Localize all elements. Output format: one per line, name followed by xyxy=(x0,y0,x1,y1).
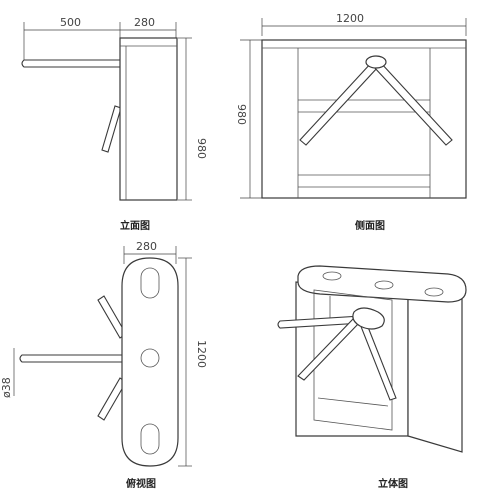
top-arm-horizontal xyxy=(19,354,125,363)
iso-inner-floor-line xyxy=(317,397,389,407)
top-slot-lower xyxy=(140,423,160,455)
front-dim-arm-label: 500 xyxy=(60,16,81,29)
iso-view: 立体图 xyxy=(277,265,467,490)
iso-view-caption: 立体图 xyxy=(378,477,408,490)
iso-top-hole-3 xyxy=(424,287,444,297)
front-cabinet-body xyxy=(119,37,178,201)
front-dim-height-label: 980 xyxy=(195,138,208,159)
top-dim-length-label: 1200 xyxy=(195,340,208,368)
side-dim-height-label: 980 xyxy=(235,104,248,125)
top-hub-circle xyxy=(140,348,160,368)
side-view: 1200 980 侧面图 xyxy=(235,12,467,232)
side-hub xyxy=(365,55,387,69)
front-view: 500 280 980 立面图 xyxy=(21,16,208,232)
iso-hub xyxy=(352,307,385,330)
iso-top-hole-2 xyxy=(374,280,394,290)
top-view-caption: 俯视图 xyxy=(126,477,156,490)
top-cabinet-outline xyxy=(121,257,179,467)
front-arm-angled xyxy=(101,105,122,153)
side-view-caption: 侧面图 xyxy=(355,219,385,232)
front-dim-width-label: 280 xyxy=(134,16,155,29)
top-view: 280 1200 ø38 俯视图 xyxy=(0,240,208,490)
front-arm-horizontal xyxy=(21,59,123,68)
iso-body-right-face xyxy=(407,291,463,453)
top-dim-diameter-label: ø38 xyxy=(0,377,13,398)
top-dim-width-label: 280 xyxy=(136,240,157,253)
side-cabinet-body xyxy=(261,39,467,199)
iso-top-hole-1 xyxy=(322,271,342,281)
top-slot-upper xyxy=(140,267,160,299)
side-dim-width-label: 1200 xyxy=(336,12,364,25)
iso-body-front-face xyxy=(295,281,409,437)
iso-inner-opening xyxy=(313,289,393,431)
front-view-caption: 立面图 xyxy=(120,219,150,232)
